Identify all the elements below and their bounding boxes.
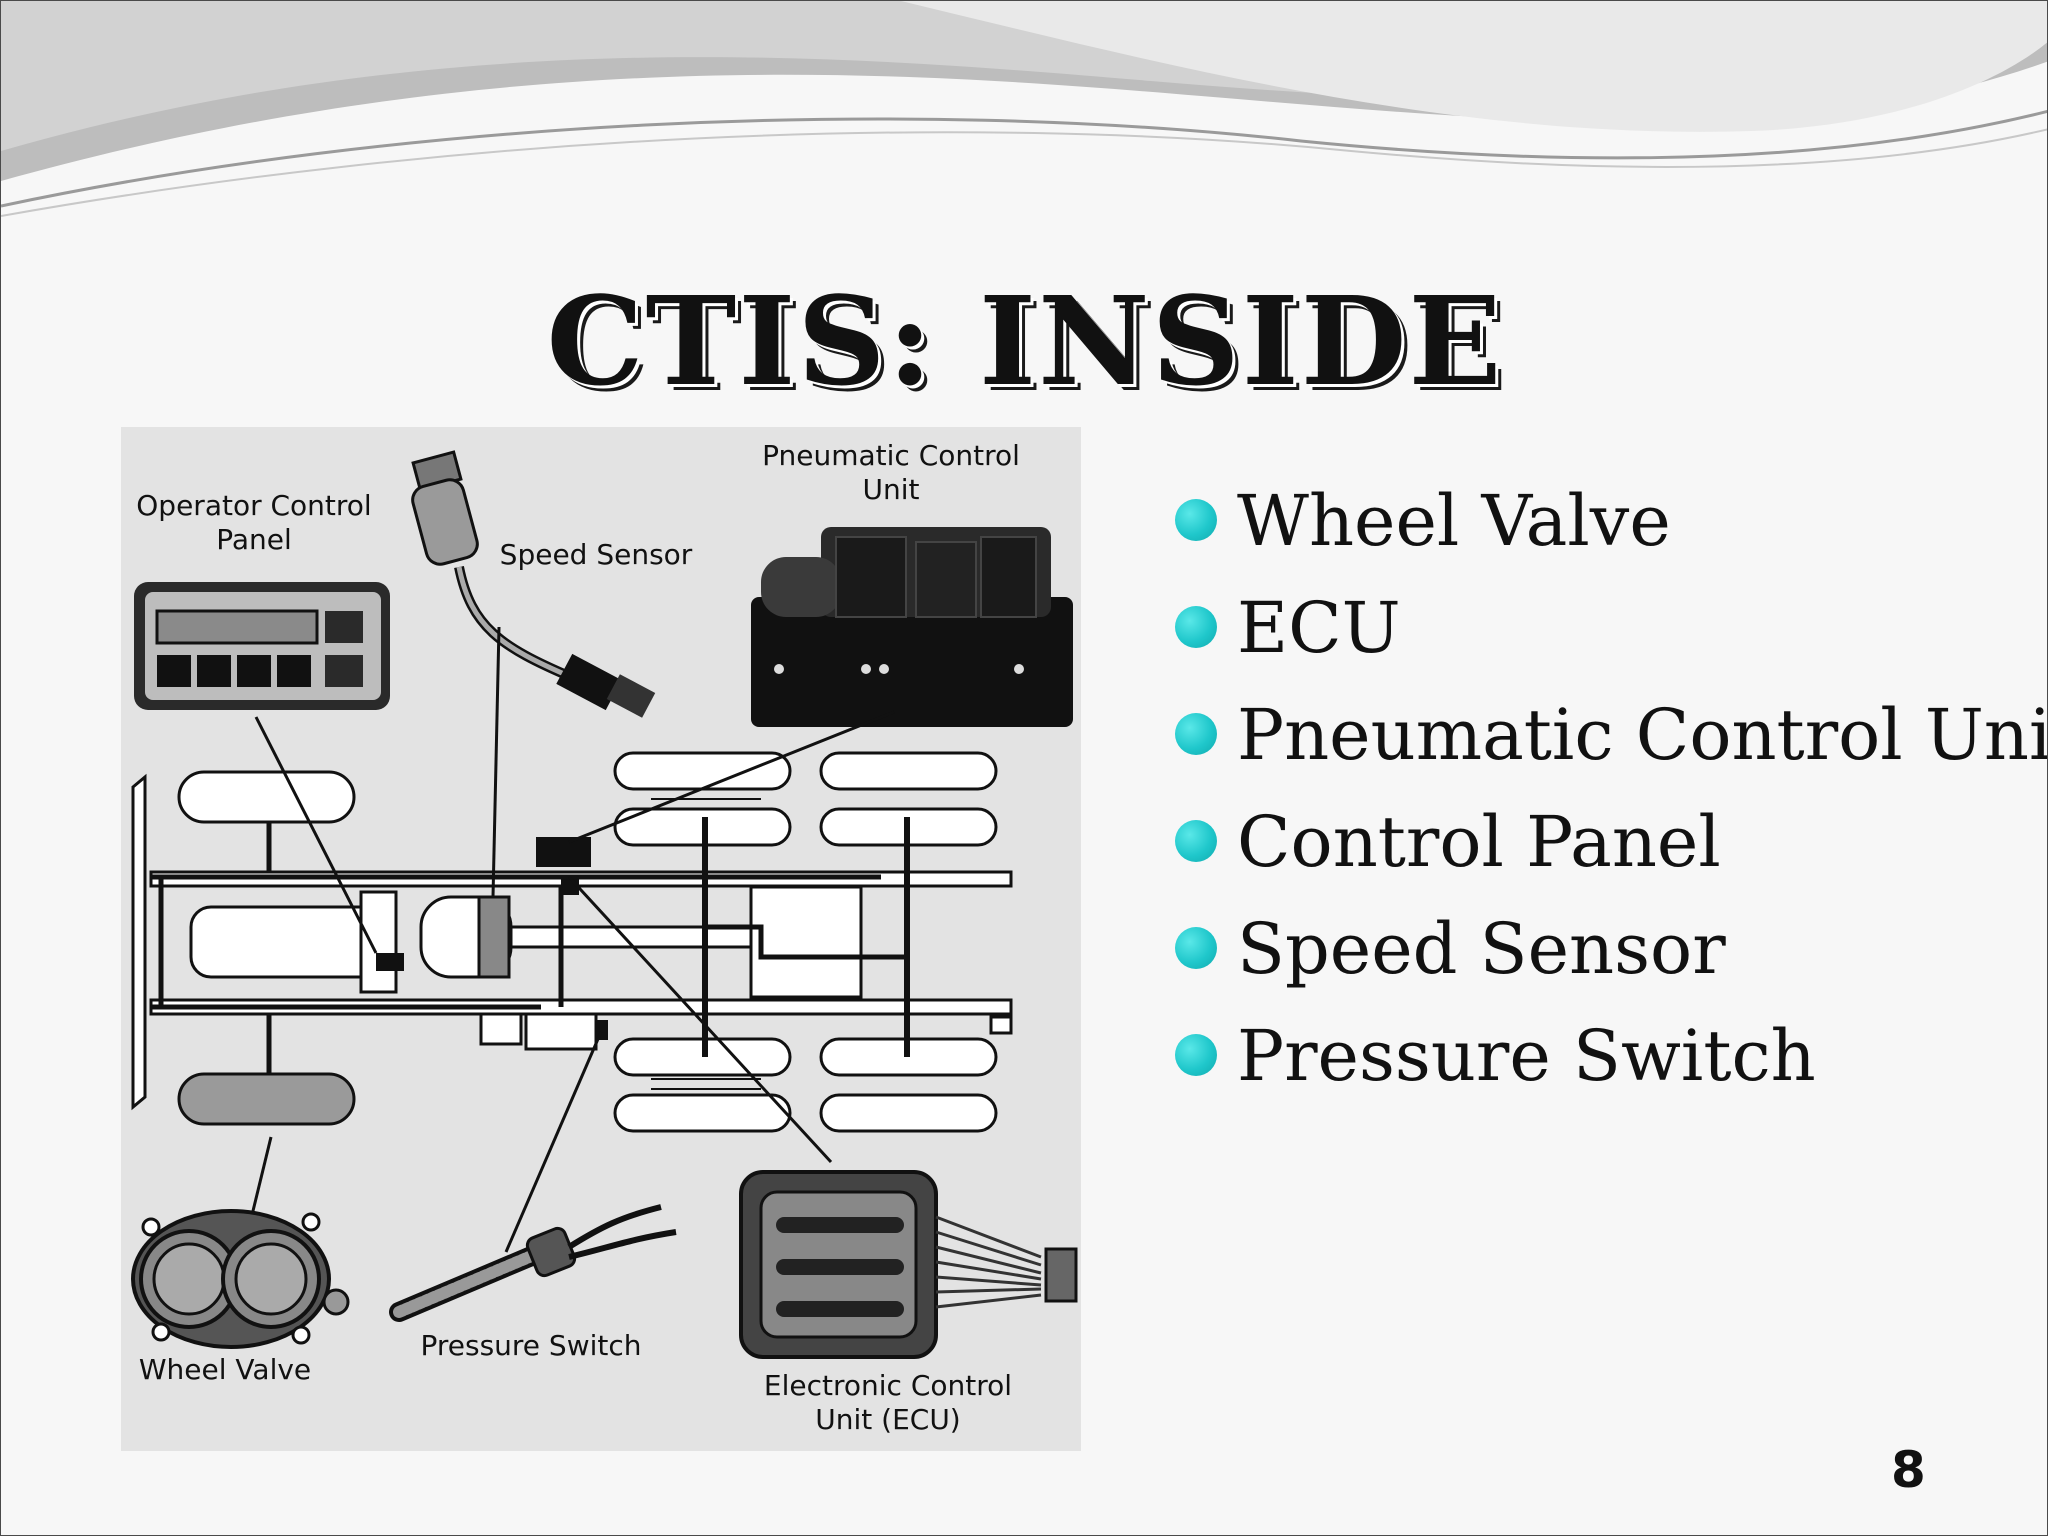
pressure-switch-part (389, 1204, 677, 1322)
bullet-item: Pressure Switch (1169, 1006, 2047, 1113)
bullet-item: Speed Sensor (1169, 899, 2047, 1006)
bullet-item: Wheel Valve (1169, 471, 2047, 578)
ctis-diagram: Operator Control Panel Speed Sensor Pneu… (121, 427, 1081, 1451)
operator-control-panel (134, 582, 390, 710)
bullet-dot-icon (1175, 499, 1217, 541)
label-pcu-1: Pneumatic Control (762, 439, 1020, 472)
label-speed-sensor: Speed Sensor (500, 538, 693, 571)
bullet-label: Control Panel (1237, 801, 1721, 883)
label-ecu-1: Electronic Control (764, 1369, 1012, 1402)
label-operator-panel-2: Panel (216, 523, 292, 556)
wheel-valve-part (131, 1209, 350, 1349)
bullet-dot-icon (1175, 1034, 1217, 1076)
page-number: 8 (1891, 1441, 1926, 1499)
ecu-part (739, 1170, 1078, 1359)
label-pressure-switch: Pressure Switch (420, 1329, 641, 1362)
bullet-item: Control Panel (1169, 792, 2047, 899)
label-ecu-2: Unit (ECU) (815, 1403, 960, 1436)
bullet-dot-icon (1175, 606, 1217, 648)
bullet-label: Speed Sensor (1237, 908, 1726, 990)
label-pcu-2: Unit (863, 473, 920, 506)
ctis-diagram-svg: Operator Control Panel Speed Sensor Pneu… (131, 439, 1078, 1436)
leader-lines (241, 626, 895, 1253)
air-lines (151, 874, 907, 1010)
speed-sensor-part (411, 450, 656, 718)
pneumatic-control-unit (751, 527, 1073, 727)
bullet-label: Pressure Switch (1237, 1015, 1816, 1097)
header-wave-decoration (1, 1, 2047, 217)
bullet-label: Wheel Valve (1237, 480, 1671, 562)
bullet-item: ECU (1169, 578, 2047, 685)
bullet-label: Pneumatic Control Unit (1237, 694, 2048, 776)
bullet-label: ECU (1237, 587, 1401, 669)
slide-title: CTIS: INSIDE (546, 269, 1504, 413)
label-wheel-valve: Wheel Valve (139, 1353, 311, 1386)
vehicle-chassis (131, 751, 1013, 1133)
bullet-dot-icon (1175, 713, 1217, 755)
bullet-dot-icon (1175, 820, 1217, 862)
bullet-list: Wheel Valve ECU Pneumatic Control Unit C… (1169, 471, 2048, 1113)
bullet-item: Pneumatic Control Unit (1169, 685, 2048, 792)
bullet-dot-icon (1175, 927, 1217, 969)
label-operator-panel-1: Operator Control (136, 489, 371, 522)
